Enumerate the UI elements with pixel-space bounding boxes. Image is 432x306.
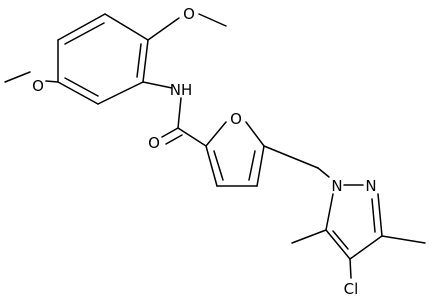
bond-f4-f5 xyxy=(256,145,265,187)
bond-carbonyl-o-b xyxy=(165,134,183,145)
pyrazole-ring xyxy=(325,184,383,260)
bond-b6-o-top xyxy=(147,17,180,41)
atom-label-o-carbonyl: O xyxy=(148,134,160,152)
bond-b2-o-left xyxy=(45,80,59,83)
bond-f2-f3 xyxy=(205,145,218,187)
bond-b4-b5 xyxy=(97,81,144,105)
bond-c4-c5 xyxy=(325,229,351,260)
bond-carbonyl-o-a xyxy=(161,127,179,138)
bond-n2-c3 xyxy=(377,193,383,237)
bond-furan-inner-2 xyxy=(248,150,256,181)
bond-o-top-methyl xyxy=(198,13,227,27)
atom-label-n2: N xyxy=(365,177,376,195)
bond-b1-b2 xyxy=(57,13,106,41)
bond-o-f5 xyxy=(245,121,265,147)
bond-b3-b4 xyxy=(57,81,99,105)
atom-label-n1: N xyxy=(331,177,342,195)
bond-c4-cl xyxy=(349,258,352,279)
bond-c5-n1 xyxy=(325,193,334,231)
benzene-ring xyxy=(57,13,149,105)
atom-label-o-furan: O xyxy=(230,110,242,128)
bond-f2-o xyxy=(205,121,227,147)
bond-benzene-inner-2 xyxy=(64,77,99,97)
bond-c4-c5-inner xyxy=(332,230,349,250)
bond-benzene-inner-1 xyxy=(64,22,105,45)
bond-carbonyl-furan xyxy=(177,127,207,147)
bond-b6-b1 xyxy=(104,13,149,41)
bond-ch2-n1 xyxy=(317,167,330,178)
bond-o-left-methyl xyxy=(4,71,31,83)
bond-c3-methyl xyxy=(381,235,426,244)
bond-furan-inner-1 xyxy=(213,150,224,181)
bond-benzene-inner-3 xyxy=(136,43,142,78)
bond-b5-nh xyxy=(142,81,173,89)
bond-c5-methyl xyxy=(291,229,327,244)
atom-label-cl: Cl xyxy=(344,280,359,298)
bond-f5-ch2 xyxy=(263,145,319,169)
bond-b5-b6 xyxy=(142,39,149,83)
furan-ring xyxy=(205,121,265,187)
bond-nh-carbonyl xyxy=(177,97,182,129)
bond-c3-c4 xyxy=(349,235,383,260)
atom-label-o-methoxy-left: O xyxy=(32,77,44,95)
atom-label-nh: NH xyxy=(170,81,193,99)
atom-label-o-methoxy-top: O xyxy=(183,5,195,23)
bond-n2-c3-inner xyxy=(371,198,376,233)
